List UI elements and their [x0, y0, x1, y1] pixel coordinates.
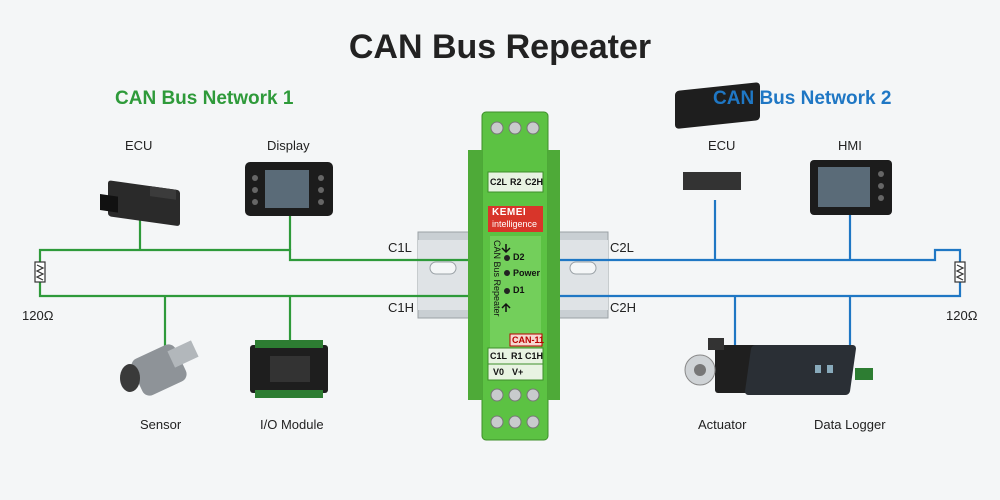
ecu-right-label: ECU — [708, 138, 736, 153]
display-image — [245, 162, 333, 216]
resistor-right — [954, 261, 966, 283]
data-logger-image — [745, 345, 873, 395]
network-2-title: CAN Bus Network 2 — [713, 88, 892, 109]
ecu-right-image — [675, 82, 760, 190]
bus-label-c2l: C2L — [610, 240, 634, 255]
led-d1-label: D1 — [513, 285, 525, 295]
sensor-image — [120, 340, 199, 396]
repeater-model: CAN-11 — [512, 335, 545, 345]
bus-label-c1l: C1L — [388, 240, 412, 255]
terminal-bottom-5: V+ — [512, 367, 524, 377]
can-bus-repeater-device — [468, 111, 560, 441]
terminal-bottom-1: C1L — [490, 351, 508, 361]
io-module-label: I/O Module — [260, 417, 324, 432]
resistor-left — [34, 261, 46, 283]
data-logger-label: Data Logger — [814, 417, 886, 432]
bus-label-c1h: C1H — [388, 300, 415, 315]
brand-subtitle: intelligence — [492, 219, 538, 229]
terminal-bottom-3: C1H — [525, 351, 544, 361]
page-title: CAN Bus Repeater — [348, 28, 652, 66]
brand-name: KEMEI — [492, 207, 527, 218]
ecu-left-image — [100, 180, 180, 226]
actuator-label: Actuator — [698, 417, 747, 432]
terminal-top-3: C2H — [525, 177, 544, 187]
can-bus-network-2-lines — [545, 200, 962, 345]
ecu-left-label: ECU — [125, 138, 153, 153]
io-module-image — [250, 340, 328, 398]
terminal-bottom-2: R1 — [511, 351, 523, 361]
display-label: Display — [267, 138, 310, 153]
sensor-label: Sensor — [140, 417, 182, 432]
can-bus-network-1-lines — [38, 190, 470, 352]
resistor-right-label: 120Ω — [946, 308, 978, 323]
terminal-bottom-4: V0 — [493, 367, 505, 377]
led-power-label: Power — [513, 268, 541, 278]
resistor-left-label: 120Ω — [22, 308, 54, 323]
terminal-top-2: R2 — [510, 177, 522, 187]
bus-label-c2h: C2H — [610, 300, 637, 315]
repeater-vertical-text: CAN Bus Repeater — [492, 240, 502, 317]
hmi-label: HMI — [838, 138, 862, 153]
led-d2-label: D2 — [513, 252, 525, 262]
network-1-title: CAN Bus Network 1 — [115, 88, 294, 109]
terminal-top-1: C2L — [490, 177, 508, 187]
hmi-image — [810, 160, 892, 215]
